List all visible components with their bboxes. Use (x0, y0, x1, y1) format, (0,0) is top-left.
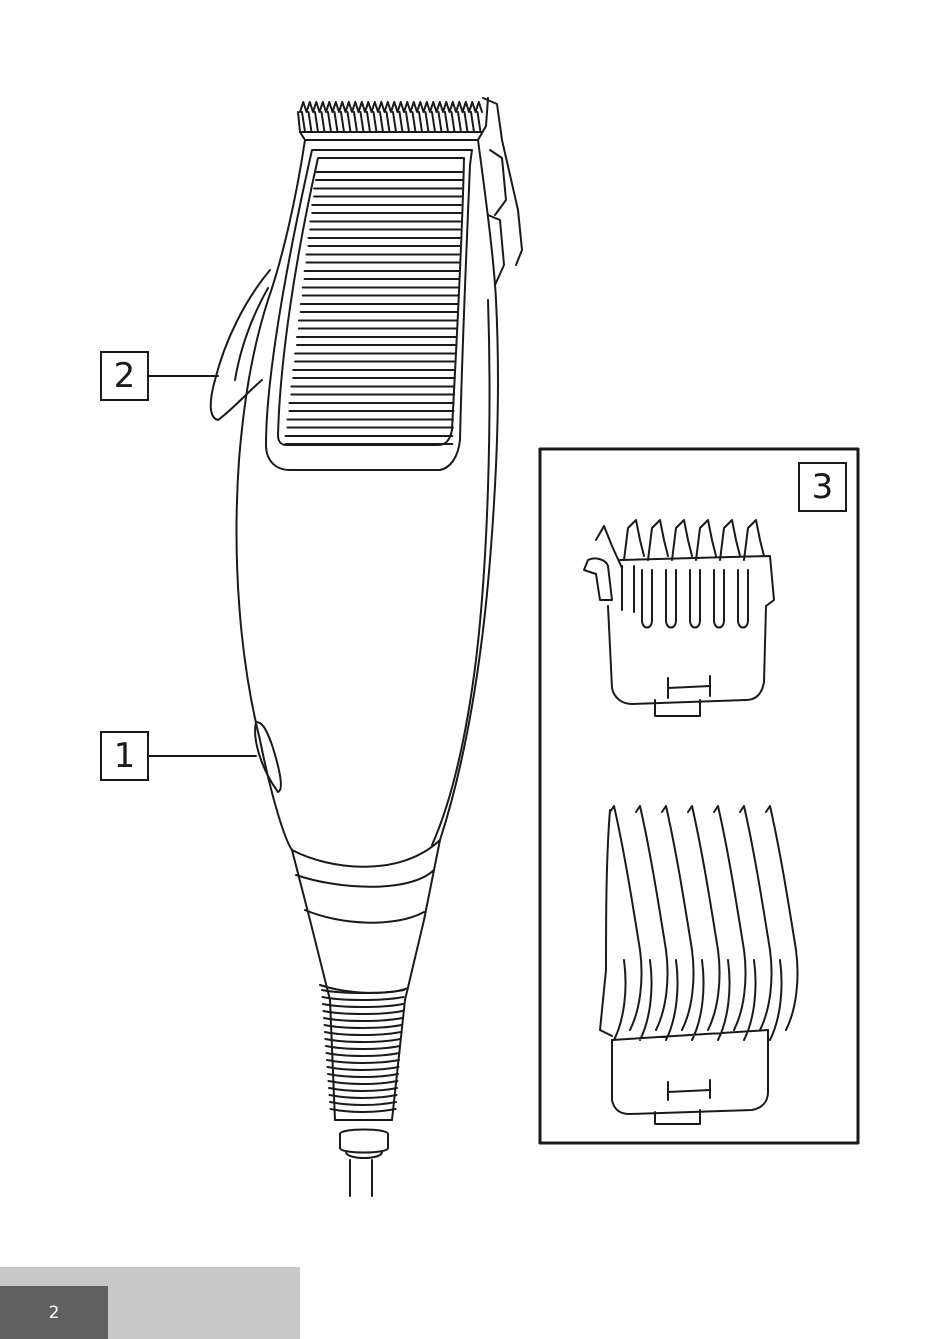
clipper-side-rails (483, 98, 522, 285)
strain-relief-ring (330, 1095, 397, 1098)
strain-relief-ring (325, 1032, 401, 1035)
strain-relief-ring (329, 1088, 397, 1091)
grip-rib (301, 304, 457, 312)
grip-rib (312, 205, 461, 213)
strain-relief-ring (330, 1102, 396, 1105)
grip-rib (305, 271, 459, 279)
grip-rib (286, 436, 453, 444)
grip-rib (310, 222, 460, 230)
strain-relief-ring (331, 1109, 396, 1112)
grip-rib (295, 354, 455, 362)
strain-relief-ring (323, 997, 404, 1000)
power-cord (350, 1160, 372, 1196)
strain-relief-ring (323, 1004, 403, 1007)
grip-rib (288, 420, 454, 428)
grip-rib (297, 337, 456, 345)
grip-rib (293, 370, 455, 378)
grip-rib (291, 387, 454, 395)
adjustment-lever (211, 270, 270, 420)
grip-rib (308, 238, 459, 246)
short-comb-attachment (584, 520, 774, 716)
strain-relief-ring (325, 1025, 402, 1028)
clipper-collar (292, 840, 440, 993)
callout-label-1: 1 (100, 731, 149, 781)
page-number: 2 (0, 1286, 108, 1339)
strain-relief-ring (322, 990, 404, 993)
strain-relief-ring (327, 1053, 400, 1056)
grip-rib (314, 189, 461, 197)
strain-relief-ring (326, 1039, 401, 1042)
grip-rib (307, 255, 460, 263)
long-comb-attachment (600, 806, 798, 1124)
strain-relief-ring (328, 1074, 398, 1077)
callout-label-2: 2 (100, 351, 149, 401)
grip-rib (316, 172, 462, 180)
grip-rib (289, 403, 453, 411)
strain-relief-ring (326, 1046, 400, 1049)
clipper-grip-panel (266, 150, 472, 470)
strain-relief-ring (329, 1081, 398, 1084)
grip-rib (299, 321, 457, 329)
strain-relief-ring (324, 1018, 402, 1021)
strain-relief-ring (328, 1067, 399, 1070)
grip-rib (303, 288, 458, 296)
clipper-blade (298, 98, 488, 140)
strain-relief-ring (324, 1011, 403, 1014)
strain-relief-ring (327, 1060, 399, 1063)
callout-label-3: 3 (798, 462, 847, 512)
